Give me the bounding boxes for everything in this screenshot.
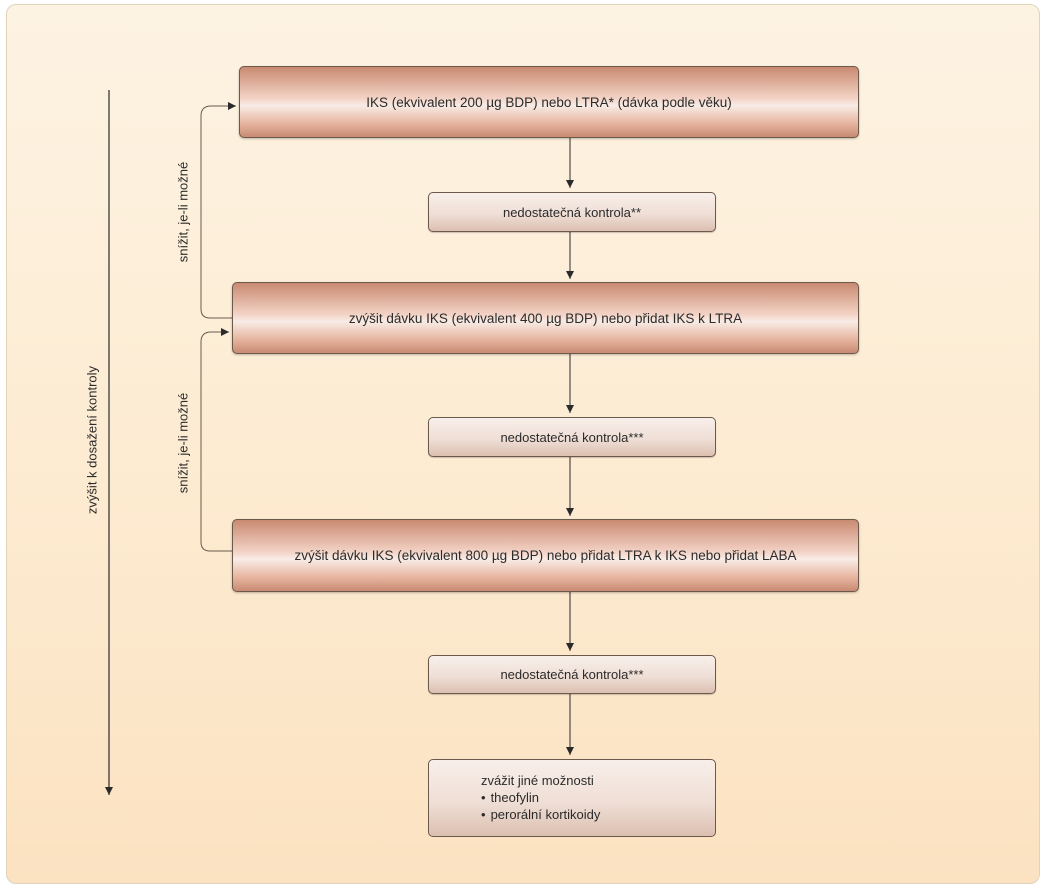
check-2-box: nedostatečná kontrola*** xyxy=(428,417,716,457)
step-3-text: zvýšit dávku IKS (ekvivalent 800 µg BDP)… xyxy=(294,548,797,563)
final-options-list: theofylin perorální kortikoidy xyxy=(481,789,601,823)
step-1-box: IKS (ekvivalent 200 µg BDP) nebo LTRA* (… xyxy=(239,66,859,138)
check-1-text: nedostatečná kontrola** xyxy=(502,204,642,220)
check-2-text: nedostatečná kontrola*** xyxy=(500,429,644,445)
check-1-box: nedostatečná kontrola** xyxy=(428,192,716,232)
reduce-label-1: snížit, je-li možné xyxy=(175,161,191,263)
final-options-box: zvážit jiné možnosti theofylin perorální… xyxy=(428,759,716,837)
check-3-text: nedostatečná kontrola*** xyxy=(500,667,644,682)
final-option-item: theofylin xyxy=(481,789,600,806)
check-3-box: nedostatečná kontrola*** xyxy=(428,655,716,694)
increase-label: zvýšit k dosažení kontroly xyxy=(84,365,100,515)
step-3-box: zvýšit dávku IKS (ekvivalent 800 µg BDP)… xyxy=(232,519,859,592)
step-2-text: zvýšit dávku IKS (ekvivalent 400 µg BDP)… xyxy=(348,310,743,326)
step-1-text: IKS (ekvivalent 200 µg BDP) nebo LTRA* (… xyxy=(366,94,732,110)
final-option-item: perorální kortikoidy xyxy=(481,806,601,823)
reduce-bracket-2 xyxy=(200,328,234,552)
final-options-title: zvážit jiné možnosti xyxy=(481,773,594,788)
reduce-bracket-1 xyxy=(200,102,236,319)
step-2-box: zvýšit dávku IKS (ekvivalent 400 µg BDP)… xyxy=(232,282,859,354)
reduce-label-2: snížit, je-li možné xyxy=(175,392,191,494)
final-options-content: zvážit jiné možnosti theofylin perorální… xyxy=(429,760,600,823)
